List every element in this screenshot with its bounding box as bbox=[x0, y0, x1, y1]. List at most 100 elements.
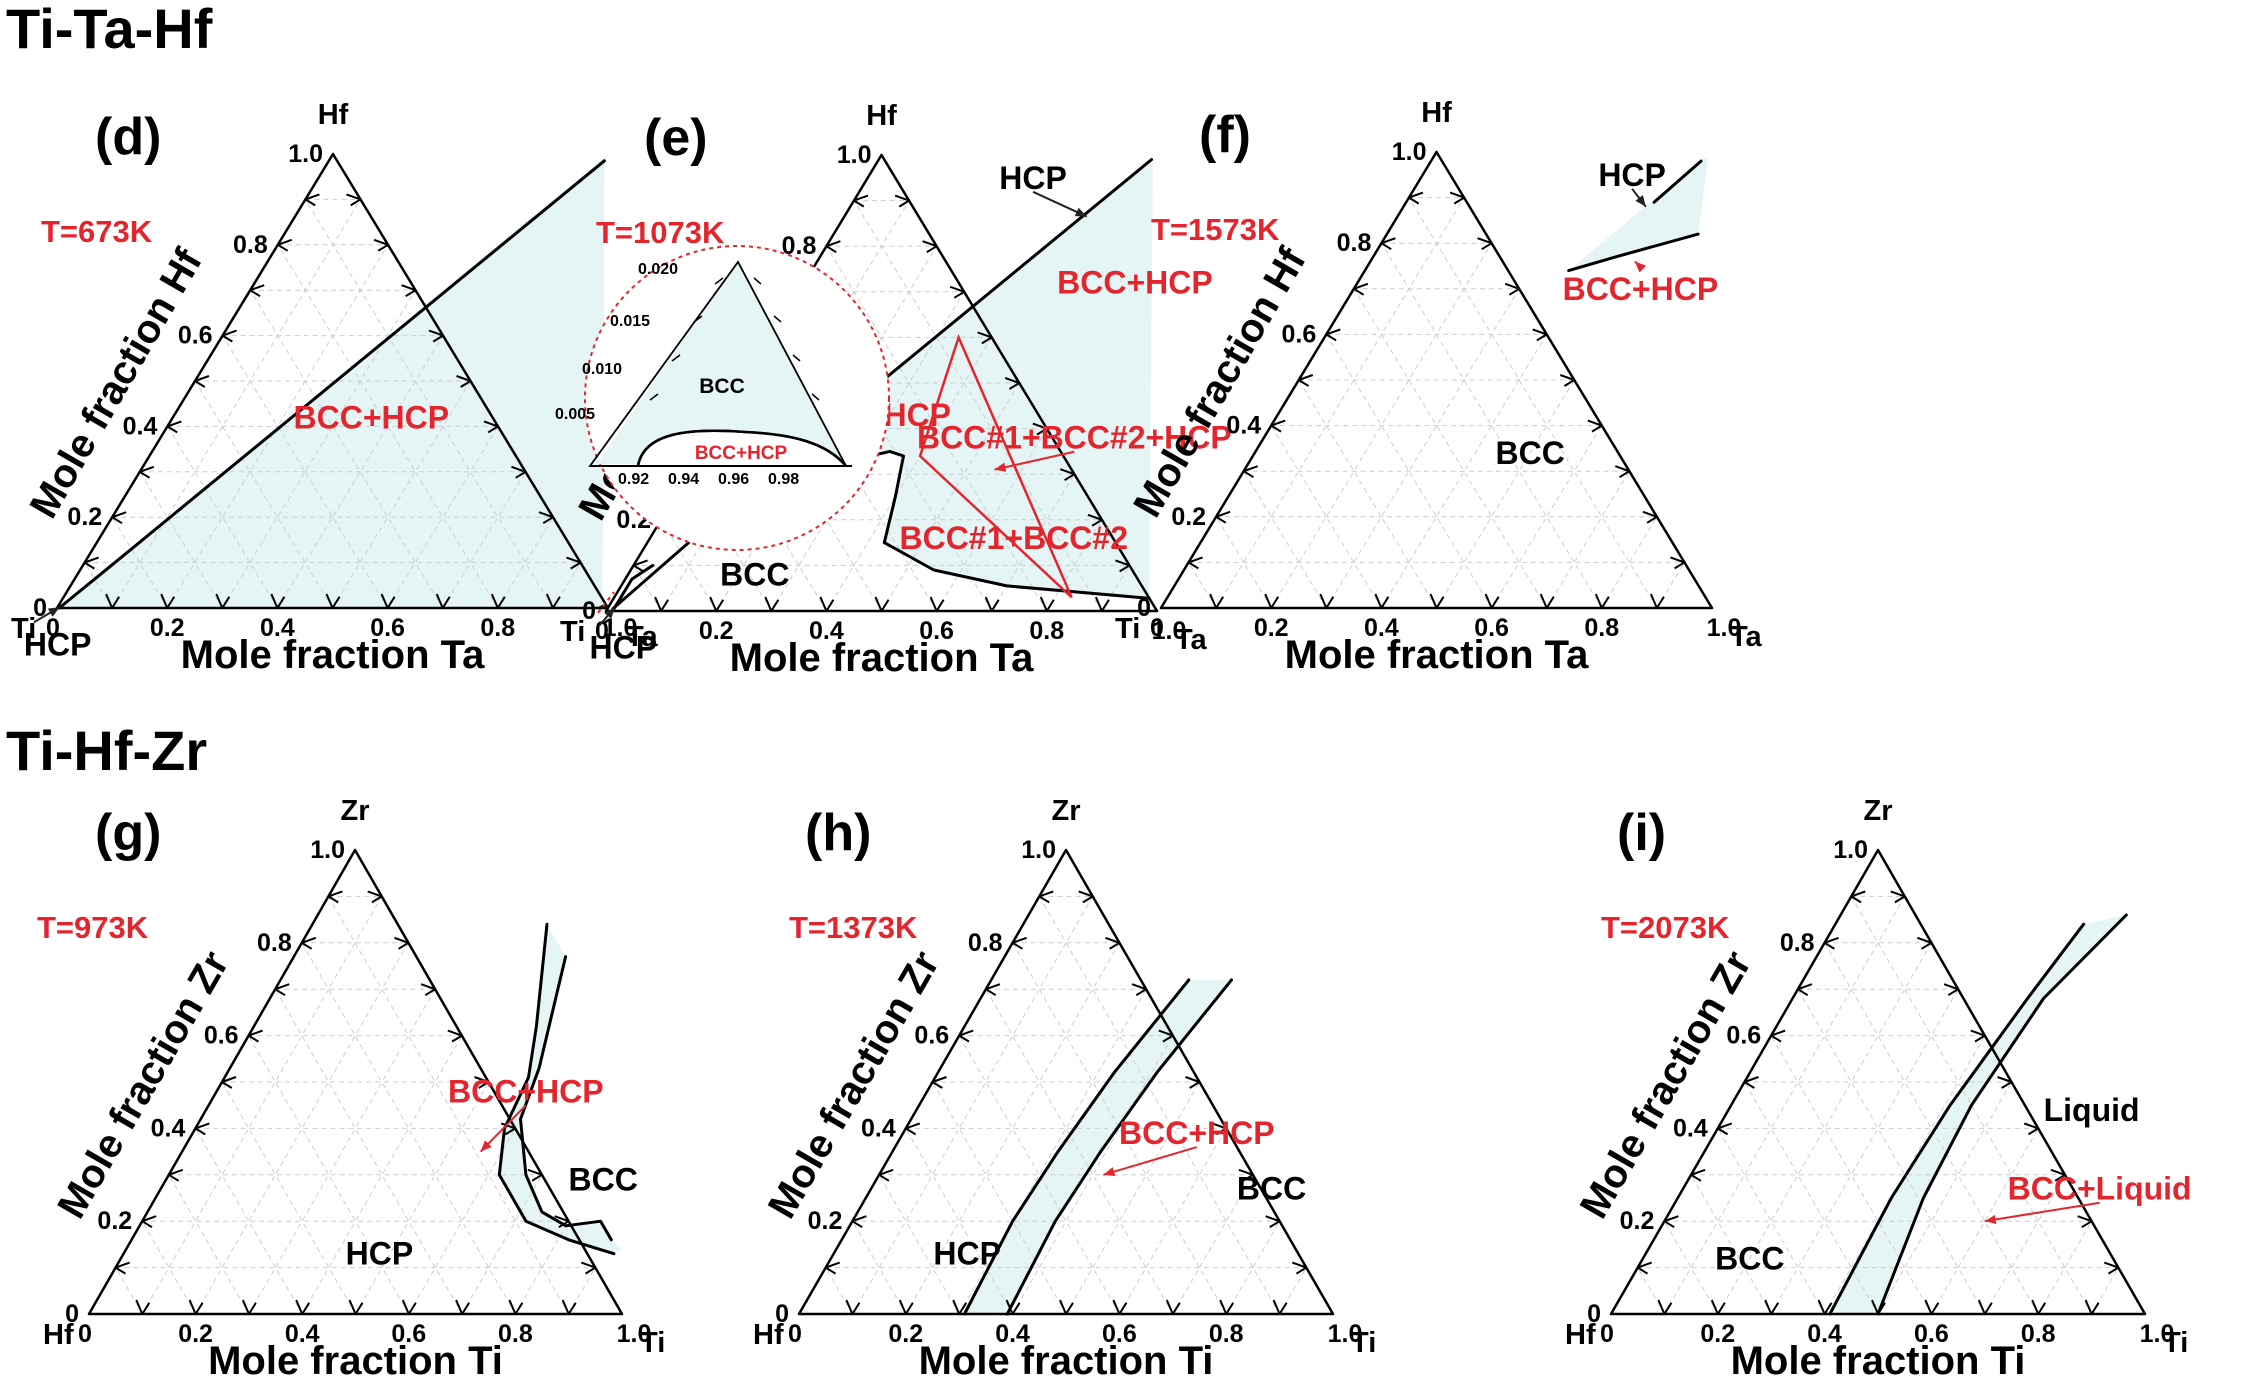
left-axis-tick-label: 0.2 bbox=[1620, 1207, 1655, 1235]
ternary-frame bbox=[1159, 150, 1714, 610]
bottom-axis-tick-label: 0.2 bbox=[178, 1320, 213, 1348]
inset-bcc-area bbox=[590, 262, 844, 464]
grid-line bbox=[825, 245, 1048, 612]
bottom-axis-tick-label: 0.2 bbox=[888, 1320, 923, 1348]
tick-mark bbox=[878, 1168, 894, 1182]
tick-mark bbox=[1670, 556, 1685, 570]
bottom-axis-tick-label: 0.6 bbox=[1914, 1320, 1949, 1348]
element-label-right: Ta bbox=[1175, 624, 1208, 656]
inset-x-tick: 0.92 bbox=[618, 471, 649, 488]
phase-boundary-line bbox=[1567, 232, 1700, 273]
tick-mark bbox=[1484, 593, 1500, 609]
panel-label: (h) bbox=[805, 804, 871, 862]
tick-mark bbox=[380, 593, 396, 609]
phase-region-label: BCC bbox=[1715, 1240, 1784, 1276]
tick-mark bbox=[188, 1299, 204, 1315]
phase-region-label: BCC+HCP bbox=[1119, 1115, 1275, 1151]
ternary-frame bbox=[87, 848, 624, 1316]
tick-mark bbox=[1764, 1299, 1780, 1315]
bottom-axis-tick-label: 0.4 bbox=[995, 1320, 1030, 1348]
bottom-axis-tick-label: 1.0 bbox=[1328, 1320, 1363, 1348]
tick-mark bbox=[511, 465, 527, 479]
tick-mark bbox=[825, 1261, 841, 1275]
x-axis-title: Mole fraction Ti bbox=[208, 1339, 503, 1381]
tick-mark bbox=[1238, 1168, 1254, 1182]
grid-line bbox=[770, 291, 965, 612]
bottom-axis-tick-label: 0.4 bbox=[260, 614, 295, 642]
tick-mark bbox=[1270, 419, 1286, 433]
tick-mark bbox=[898, 1299, 914, 1315]
tick-mark bbox=[160, 593, 176, 609]
left-axis-tick-label: 0.4 bbox=[1673, 1114, 1708, 1142]
tick-mark bbox=[1539, 593, 1555, 609]
panel-label: (e) bbox=[644, 109, 708, 167]
tick-mark bbox=[764, 596, 780, 612]
tick-mark bbox=[1594, 593, 1610, 609]
tick-mark bbox=[435, 593, 451, 609]
tick-mark bbox=[327, 890, 343, 904]
tick-mark bbox=[1353, 282, 1369, 296]
tick-mark bbox=[194, 375, 210, 388]
tick-mark bbox=[1272, 1299, 1288, 1315]
left-axis-tick-label: 1.0 bbox=[1392, 138, 1427, 166]
bottom-axis-tick-label: 0.6 bbox=[370, 614, 405, 642]
pointer-arrow-head bbox=[1074, 207, 1087, 217]
panel-label: (g) bbox=[95, 804, 161, 862]
tick-mark bbox=[420, 983, 436, 997]
tick-mark bbox=[1637, 1261, 1653, 1275]
element-label-left: Ti bbox=[1115, 613, 1140, 645]
tick-mark bbox=[1209, 593, 1224, 609]
bottom-axis-tick-label: 0 bbox=[46, 614, 60, 642]
inset-y-tick: 0.020 bbox=[638, 261, 678, 278]
tick-mark bbox=[977, 331, 993, 345]
panel-label: (i) bbox=[1617, 804, 1666, 862]
temperature-label: T=2073K bbox=[1601, 910, 1730, 945]
grid-line bbox=[461, 1174, 543, 1315]
element-label-top: Hf bbox=[318, 99, 349, 131]
bottom-axis-tick-label: 1.0 bbox=[2140, 1320, 2175, 1348]
inset-x-tick: 0.98 bbox=[768, 471, 799, 488]
inset-x-tick: 0.96 bbox=[718, 471, 749, 488]
bottom-axis-tick-label: 0 bbox=[1600, 1320, 1614, 1348]
tick-mark bbox=[1188, 556, 1203, 570]
bottom-axis-tick-label: 1.0 bbox=[1707, 614, 1742, 642]
tick-mark bbox=[958, 1029, 974, 1043]
grid-line bbox=[1408, 197, 1658, 609]
tick-mark bbox=[474, 1076, 490, 1089]
ternary-frame bbox=[797, 848, 1335, 1316]
bottom-axis-tick-label: 1.0 bbox=[603, 614, 638, 642]
phase-region-label: BCC bbox=[1496, 435, 1565, 471]
tick-mark bbox=[1039, 596, 1055, 612]
tick-mark bbox=[168, 1168, 184, 1182]
left-axis-tick-label: 0.8 bbox=[233, 231, 268, 259]
y-axis-title: Mole fraction Zr bbox=[760, 944, 948, 1226]
tick-mark bbox=[1115, 559, 1130, 573]
two-phase-region-fill bbox=[1829, 915, 2127, 1314]
section-title-ti-ta-hf: Ti-Ta-Hf bbox=[6, 0, 213, 60]
left-axis-tick-label: 0.6 bbox=[178, 322, 213, 350]
left-axis-tick-label: 0.4 bbox=[861, 1114, 896, 1142]
tick-mark bbox=[1924, 1299, 1940, 1315]
grid-line bbox=[1038, 896, 1281, 1315]
tick-mark bbox=[115, 1261, 130, 1275]
phase-boundary-line bbox=[57, 159, 606, 610]
left-axis-tick-label: 0.2 bbox=[67, 503, 102, 531]
tick-mark bbox=[580, 1261, 596, 1275]
tick-mark bbox=[709, 596, 725, 612]
tick-mark bbox=[1059, 1299, 1074, 1315]
section-title-ti-hf-zr: Ti-Hf-Zr bbox=[6, 719, 207, 782]
tick-mark bbox=[274, 983, 290, 997]
x-axis-title: Mole fraction Ta bbox=[1285, 633, 1589, 677]
phase-boundary-line bbox=[519, 955, 613, 1242]
tick-mark bbox=[1094, 596, 1110, 612]
left-axis-tick-label: 1.0 bbox=[837, 141, 872, 169]
tick-mark bbox=[2084, 1299, 2100, 1315]
left-axis-tick-label: 0.4 bbox=[1226, 412, 1261, 440]
phase-boundary-line bbox=[963, 978, 1191, 1316]
tick-mark bbox=[654, 596, 669, 612]
element-label-left: Hf bbox=[1565, 1319, 1596, 1351]
element-label-right: Ti bbox=[1351, 1327, 1376, 1359]
pointer-arrow-head bbox=[1635, 195, 1646, 207]
pointer-arrow-line bbox=[1103, 1146, 1198, 1176]
element-label-right: Ta bbox=[626, 621, 659, 653]
